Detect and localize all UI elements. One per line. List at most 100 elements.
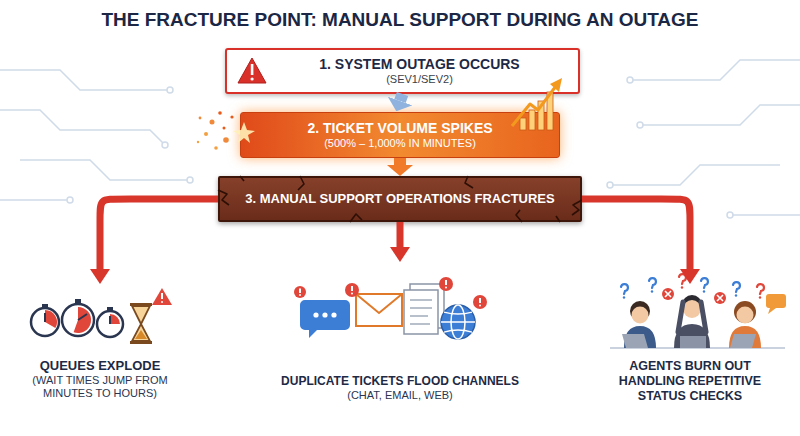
spark-burst <box>199 117 202 120</box>
error-badge <box>662 288 726 304</box>
alert-badge <box>294 277 487 309</box>
circuit-lines <box>0 199 70 201</box>
spike-box: 2. TICKET VOLUME SPIKES(500% – 1,000% IN… <box>240 112 560 158</box>
crack-lines <box>465 176 473 188</box>
node-heading: 1. SYSTEM OUTAGE OCCURS <box>319 56 519 73</box>
circuit-lines <box>187 177 193 183</box>
question-marks <box>701 278 708 293</box>
chat-bubble-icon <box>322 312 327 317</box>
alert-badge <box>479 298 481 303</box>
agent-figures <box>630 301 650 321</box>
crack-lines <box>218 176 582 222</box>
circuit-lines <box>727 212 733 218</box>
stopwatch-icon <box>78 314 87 320</box>
globe-icon <box>441 305 475 339</box>
agent-figures <box>683 300 701 318</box>
spark-burst <box>197 111 255 150</box>
question-marks <box>759 296 761 298</box>
diagram-title: THE FRACTURE POINT: MANUAL SUPPORT DURIN… <box>0 9 800 32</box>
node-heading: AGENTS BURN OUT HANDLING REPETITIVE STAT… <box>600 359 780 404</box>
alert-badge <box>294 286 306 298</box>
chat-bubble-icon <box>300 300 350 338</box>
globe-icon <box>451 305 465 339</box>
warning-icon <box>238 58 266 83</box>
question-marks <box>757 284 764 294</box>
question-marks <box>733 282 740 297</box>
crack-lines <box>516 210 522 222</box>
document-icon <box>410 315 428 317</box>
alert-badge <box>351 286 353 291</box>
flow-arrow <box>397 222 404 247</box>
rising-bar-chart <box>512 78 562 130</box>
alert-triangle <box>152 288 172 305</box>
node-heading: QUEUES EXPLODE <box>40 358 161 374</box>
crack-lines <box>572 200 582 215</box>
crack-lines <box>298 176 304 190</box>
agent-figures <box>610 347 785 349</box>
node-heading: DUPLICATE TICKETS FLOOD CHANNELS <box>281 374 519 388</box>
question-marks <box>679 274 686 289</box>
alert-badge <box>299 294 301 296</box>
circuit-lines <box>0 70 170 90</box>
circuit-lines <box>627 77 633 83</box>
question-marks <box>621 284 628 299</box>
question-marks <box>703 290 705 292</box>
question-marks <box>623 296 625 298</box>
spark-burst <box>218 111 222 115</box>
flow-arrow <box>582 199 690 269</box>
question-marks <box>733 282 740 292</box>
stopwatch-icon <box>62 304 94 336</box>
hourglass-icon <box>130 341 152 344</box>
agent-figures <box>624 326 656 348</box>
agent-figures <box>701 302 706 332</box>
circuit-lines <box>67 197 73 203</box>
stopwatch-icon <box>110 314 120 324</box>
error-badge <box>665 291 671 297</box>
agent-figures <box>730 334 756 348</box>
crack-lines <box>218 190 229 205</box>
circuit-lines <box>20 160 190 180</box>
document-icon <box>404 284 444 334</box>
node-heading: 3. MANUAL SUPPORT OPERATIONS FRACTURES <box>245 191 554 207</box>
question-marks <box>649 278 656 288</box>
spark-burst <box>230 115 233 118</box>
fracture-box: 3. MANUAL SUPPORT OPERATIONS FRACTURES <box>218 176 582 222</box>
question-marks <box>735 294 737 296</box>
document-icon <box>410 299 432 301</box>
envelope-icon <box>356 294 402 313</box>
flow-arrow <box>100 199 218 269</box>
spark-burst <box>204 132 208 136</box>
spark-burst <box>197 141 199 143</box>
chat-bubble-icon <box>313 312 318 317</box>
outage-box: 1. SYSTEM OUTAGE OCCURS(SEV1/SEV2) <box>225 48 580 94</box>
question-marks <box>757 284 764 299</box>
crack-lines <box>350 214 362 222</box>
circuit-lines <box>610 165 780 185</box>
flow-arrow <box>394 158 406 165</box>
stopwatch-icon <box>109 316 111 324</box>
agent-figures <box>622 334 648 348</box>
impact-item: DUPLICATE TICKETS FLOOD CHANNELS(CHAT, E… <box>265 262 535 402</box>
envelope-icon <box>356 294 402 326</box>
warning-icon <box>251 77 254 80</box>
hourglass-icon <box>130 303 152 344</box>
alert-triangle <box>161 301 163 303</box>
error-badge <box>662 288 674 300</box>
rising-bar-chart <box>529 110 535 130</box>
rising-bar-chart <box>550 78 562 92</box>
message-bubble <box>766 294 786 314</box>
hourglass-icon <box>135 330 147 339</box>
node-subtext: (WAIT TIMES JUMP FROM MINUTES TO HOURS) <box>15 374 185 400</box>
globe-icon <box>444 312 472 332</box>
node-subtext: (CHAT, EMAIL, WEB) <box>347 389 453 402</box>
document-icon <box>404 290 438 334</box>
rising-bar-chart <box>512 86 556 126</box>
stopwatch-icon <box>31 299 123 337</box>
question-marks <box>649 278 656 293</box>
question-marks <box>621 274 764 299</box>
circuit-lines <box>630 60 800 80</box>
node-subtext: (500% – 1,000% IN MINUTES) <box>324 137 476 150</box>
agent-figures <box>674 324 710 348</box>
